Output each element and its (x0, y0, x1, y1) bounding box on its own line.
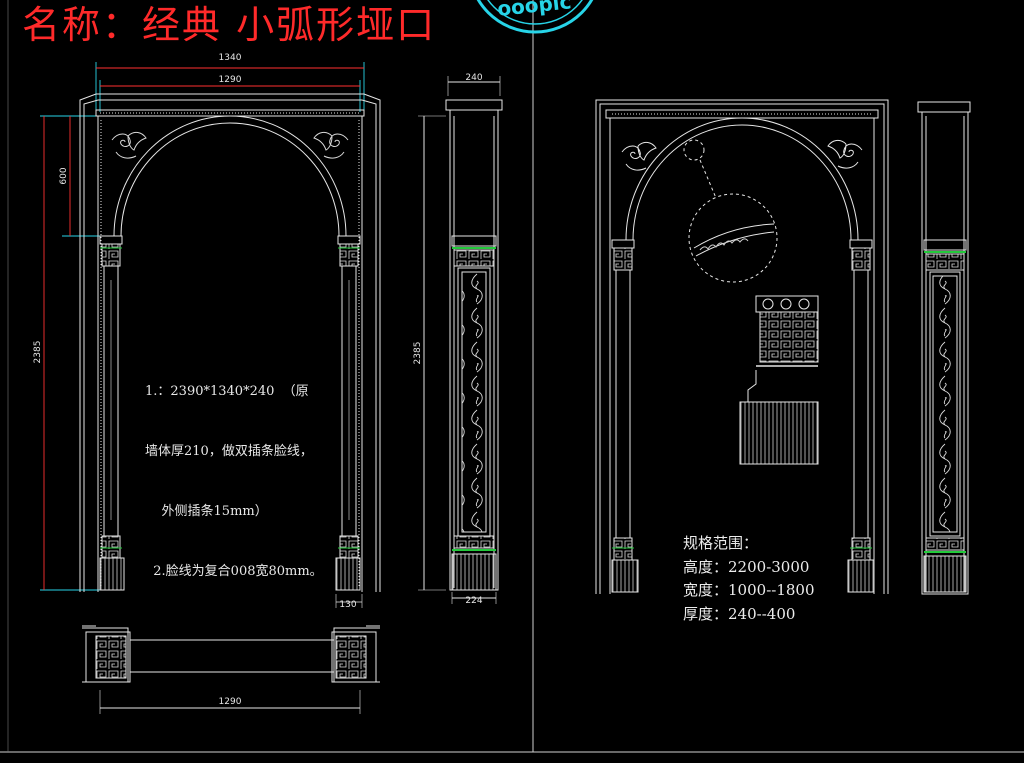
plan-view (82, 625, 380, 714)
red-dimension-lines (43, 67, 364, 590)
dim-inner-width: 1290 (219, 75, 242, 85)
drawing-title: 名称：经典 小弧形垭口 (22, 3, 437, 47)
spec-row: 宽度：1000--1800 (683, 579, 815, 603)
dim-side-base: 224 (465, 596, 482, 606)
spec-value: 1000--1800 (728, 581, 815, 599)
dim-side-height: 2385 (413, 342, 423, 365)
spec-row: 高度：2200-3000 (683, 556, 815, 580)
front-elevation (40, 62, 381, 608)
note-line: 外侧插条15mm） (145, 504, 268, 519)
dim-outer-width: 1340 (219, 53, 242, 63)
dim-total-height: 2385 (33, 341, 43, 364)
note-line: 墙体厚210，做双插条脸线， (145, 444, 313, 459)
corner-ornament-right-icon (313, 131, 349, 159)
note-block: 1.：2390*1340*240 （原 墙体厚210，做双插条脸线， 外侧插条1… (145, 342, 323, 602)
left-column (99, 235, 125, 591)
spec-block: 规格范围： 高度：2200-3000 宽度：1000--1800 厚度：240-… (683, 532, 815, 626)
corner-ornament-left-2-icon (621, 141, 657, 171)
dim-plan-width: 1290 (219, 697, 242, 707)
spec-value: 240--400 (728, 604, 796, 623)
watermark-seal-icon: ooopic (476, 0, 594, 34)
corner-ornament-left-icon (111, 131, 147, 159)
spec-label: 高度： (683, 557, 729, 576)
dim-side-depth: 240 (465, 73, 482, 83)
right-elevation (595, 99, 971, 595)
spec-heading: 规格范围： (683, 534, 759, 552)
spec-value: 2200-3000 (728, 557, 810, 576)
note-line: 2.脸线为复合008宽80mm。 (145, 564, 323, 579)
right-column (335, 235, 361, 591)
spec-label: 宽度： (683, 581, 729, 599)
side-section (418, 76, 503, 604)
dim-column-width: 130 (339, 600, 356, 610)
spec-row: 厚度：240--400 (683, 603, 815, 627)
corner-ornament-right-2-icon (827, 139, 863, 169)
note-line: 1.：2390*1340*240 （原 (145, 384, 309, 399)
dim-arch-height: 600 (59, 167, 69, 184)
spec-label: 厚度： (683, 604, 729, 623)
